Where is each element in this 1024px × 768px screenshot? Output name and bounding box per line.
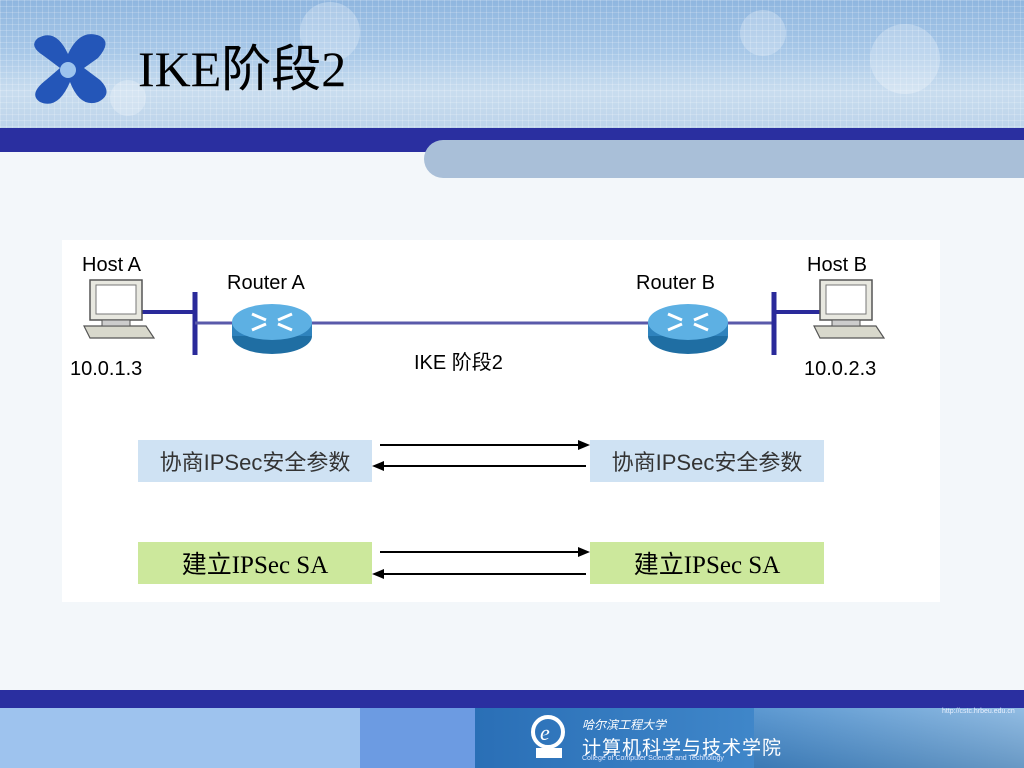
footer-block [0,708,360,768]
diagram-svg [83,279,886,579]
negotiate-box-left: 协商IPSec安全参数 [138,440,372,482]
logo-x-icon [34,34,107,104]
negotiate-box-right: 协商IPSec安全参数 [590,440,824,482]
ike-phase2-diagram: Host A 10.0.1.3 Router A Router B Host B… [62,240,940,602]
computer-icon [83,279,156,339]
link-label: IKE 阶段2 [414,352,503,374]
establish-box-left: 建立IPSec SA [138,542,372,584]
computer-icon [813,279,886,339]
footer-college: 计算机科学与技术学院 [582,738,783,759]
decor-bubble [740,10,786,56]
host-b-ip: 10.0.2.3 [804,358,877,380]
page-title: IKE阶段2 [138,41,347,97]
svg-text:e: e [540,720,550,745]
host-a-label: Host A [82,254,141,276]
decor-bubble [300,2,360,62]
college-logo-icon: e [531,715,565,758]
arrow-left-icon [372,569,586,579]
footer-university: 哈尔滨工程大学 [582,718,667,732]
router-icon [648,304,728,354]
arrow-left-icon [372,461,586,471]
footer-band [0,690,1024,708]
slide-header [0,0,1024,130]
header-pattern [0,0,1024,130]
arrow-right-icon [380,440,590,450]
decor-bubble [110,80,146,116]
host-a-ip: 10.0.1.3 [70,358,143,380]
header-pill [424,140,1024,178]
decor-bubble [870,24,940,94]
footer-building-image [754,708,1024,768]
router-icon [232,304,312,354]
footer-college-en: College of Computer Science and Technolo… [582,755,724,762]
footer-block [360,708,475,768]
footer-url: http://cstc.hrbeu.edu.cn [942,708,1015,715]
router-a-label: Router A [227,272,305,294]
arrow-right-icon [380,547,590,557]
establish-box-right: 建立IPSec SA [590,542,824,584]
router-b-label: Router B [636,272,715,294]
host-b-label: Host B [807,254,868,276]
footer-banner [475,708,1024,768]
